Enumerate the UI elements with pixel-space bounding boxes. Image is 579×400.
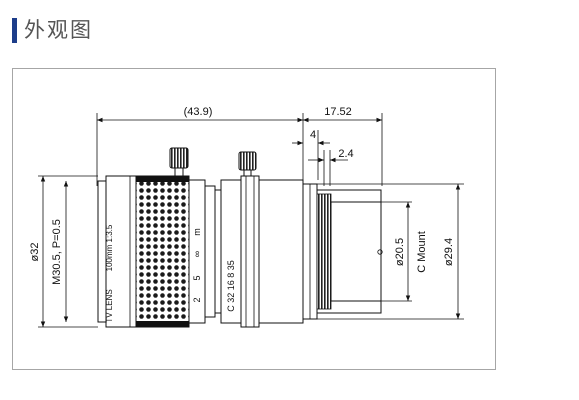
rear-diameter-label: ø29.4 bbox=[443, 238, 455, 266]
focus-mark: m bbox=[192, 228, 202, 236]
focus-mark: 5 bbox=[192, 275, 202, 280]
aperture-lock-screw bbox=[238, 151, 257, 177]
focus-lock-screw bbox=[169, 147, 189, 177]
lens-spec-marking: 100mm 1:3.5 bbox=[105, 224, 114, 271]
flange-length-label: 17.52 bbox=[324, 106, 352, 118]
dim-4: 4 bbox=[292, 129, 330, 180]
page-title: 外观图 bbox=[24, 18, 93, 42]
front-thread-label: M30.5, P=0.5 bbox=[51, 219, 63, 285]
dim-2-4-label: 2.4 bbox=[338, 148, 353, 160]
front-diameter-dimension: ø32 bbox=[29, 175, 98, 328]
flange-length-dimension: 17.52 bbox=[303, 106, 383, 186]
title-accent-bar bbox=[12, 18, 17, 43]
aperture-scale-marking: C 32 16 8 35 bbox=[226, 260, 236, 312]
rear-diameter-dimension: ø29.4 bbox=[317, 183, 464, 320]
overall-length-label: (43.9) bbox=[184, 106, 213, 118]
lens-brand-marking: TV LENS bbox=[105, 289, 114, 322]
mount-diameter-label: ø20.5 bbox=[394, 238, 406, 266]
front-thread-dimension: M30.5, P=0.5 bbox=[51, 181, 69, 322]
focus-mark: ∞ bbox=[192, 251, 202, 257]
mount-diameter-dimension: ø20.5 C Mount bbox=[381, 201, 428, 302]
mount-type-label: C Mount bbox=[416, 231, 428, 273]
dim-2-4: 2.4 bbox=[308, 148, 354, 186]
front-diameter-label: ø32 bbox=[29, 243, 41, 262]
lens-body bbox=[97, 175, 383, 328]
lens-outline-drawing: (43.9) 17.52 4 2.4 ø32 M30.5, P=0.5 bbox=[29, 106, 464, 328]
overall-length-dimension: (43.9) bbox=[96, 106, 304, 186]
dim-4-label: 4 bbox=[310, 129, 316, 141]
focus-mark: 2 bbox=[192, 297, 202, 302]
focus-scale: 2 5 ∞ m bbox=[192, 228, 202, 302]
